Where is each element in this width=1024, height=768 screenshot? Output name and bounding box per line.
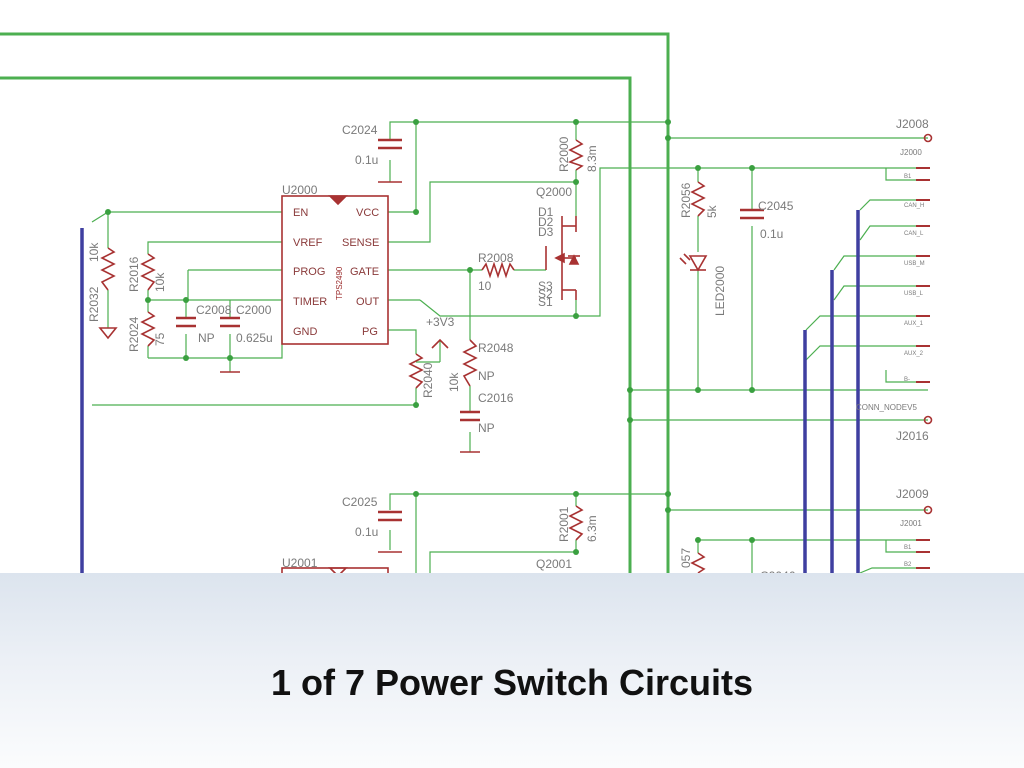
pin-vcc: VCC — [356, 207, 379, 219]
pin-sense: SENSE — [342, 237, 379, 249]
q2000-s3: S3 — [538, 279, 553, 293]
q2001-label: Q2001 — [536, 557, 572, 571]
r2056-value: 5k — [705, 204, 719, 218]
j2000-pin-7: AUX_2 — [904, 351, 924, 357]
c2024-label: C2024 — [342, 123, 378, 137]
u2000-label: U2000 — [282, 183, 318, 197]
c2008-value: NP — [198, 331, 215, 345]
c2008-label: C2008 — [196, 303, 232, 317]
r2032-label: R2032 — [87, 286, 101, 322]
j2009-label: J2009 — [896, 487, 929, 501]
j2001-label: J2001 — [900, 519, 922, 528]
pin-out: OUT — [356, 296, 380, 308]
c2045-label: C2045 — [758, 199, 794, 213]
c2025-label: C2025 — [342, 495, 378, 509]
c2000-value: 0.625u — [236, 331, 273, 345]
r2001-label: R2001 — [557, 506, 571, 542]
j2000-label: J2000 — [900, 148, 922, 157]
c2016-label: C2016 — [478, 391, 514, 405]
r2024-label: R2024 — [127, 316, 141, 352]
r2040-label: R2040 — [421, 362, 435, 398]
c2045-value: 0.1u — [760, 227, 783, 241]
component-labels: C2024 0.1u C2025 0.1u R2000 8.3m R2001 6… — [87, 117, 929, 583]
c2016-value: NP — [478, 421, 495, 435]
q2000-d2: D2 — [538, 215, 554, 229]
junction-dots — [105, 119, 755, 555]
led2000-label: LED2000 — [713, 266, 727, 316]
r2048-label: R2048 — [478, 341, 514, 355]
c2025-value: 0.1u — [355, 525, 378, 539]
r2048-value: NP — [478, 369, 495, 383]
conn-nodev5-label: CONN_NODEV5 — [856, 403, 917, 412]
c2024-value: 0.1u — [355, 153, 378, 167]
pin-en: EN — [293, 207, 308, 219]
pin-timer: TIMER — [293, 296, 327, 308]
components — [98, 133, 933, 589]
j2000-pin-8: B- — [904, 377, 910, 383]
j2000-pin-1: B1 — [904, 174, 912, 180]
r2016-value: 10k — [153, 272, 167, 292]
blue-buses — [80, 210, 860, 573]
r2000-label: R2000 — [557, 136, 571, 172]
plus3v3-label: +3V3 — [426, 315, 455, 329]
u2001-label: U2001 — [282, 556, 318, 570]
j2000-pin-2: CAN_H — [904, 203, 924, 209]
q2000-s2: S2 — [538, 287, 553, 301]
pin-gnd: GND — [293, 326, 318, 338]
r2001-value: 6.3m — [585, 515, 599, 542]
j2000-pin-6: AUX_1 — [904, 321, 924, 327]
power-wires — [0, 32, 670, 573]
c2000-label: C2000 — [236, 303, 272, 317]
r2008-value: 10 — [478, 279, 492, 293]
pin-gate: GATE — [350, 266, 379, 278]
r2056-label: R2056 — [679, 182, 693, 218]
r2024-value: 75 — [153, 332, 167, 346]
r2032-value: 10k — [87, 242, 101, 262]
green-wires-thin — [91, 121, 928, 574]
slide-caption: 1 of 7 Power Switch Circuits — [270, 662, 754, 703]
j2000-pin-4: USB_M — [904, 261, 925, 267]
r2057-label: 057 — [679, 548, 693, 568]
pin-prog: PROG — [293, 266, 325, 278]
j2000-pin-5: USB_L — [904, 291, 924, 297]
j2001-pin-1: B1 — [904, 545, 912, 551]
q2000-d1: D1 — [538, 205, 554, 219]
j2008-label: J2008 — [896, 117, 929, 131]
j2001-pin-2: B2 — [904, 562, 912, 568]
r2000-value: 8.3m — [585, 145, 599, 172]
j2016-label: J2016 — [896, 429, 929, 443]
q2000-label: Q2000 — [536, 185, 572, 199]
j2000-pin-3: CAN_L — [904, 231, 924, 237]
q2000-d3: D3 — [538, 225, 554, 239]
r2040-value: 10k — [447, 372, 461, 392]
tps2490-part: TPS2490 — [335, 266, 344, 300]
r2016-label: R2016 — [127, 256, 141, 292]
pin-vref: VREF — [293, 237, 323, 249]
caption-banner — [0, 573, 1024, 768]
pin-pg: PG — [362, 326, 378, 338]
q2000-s1: S1 — [538, 295, 553, 309]
r2008-label: R2008 — [478, 251, 514, 265]
